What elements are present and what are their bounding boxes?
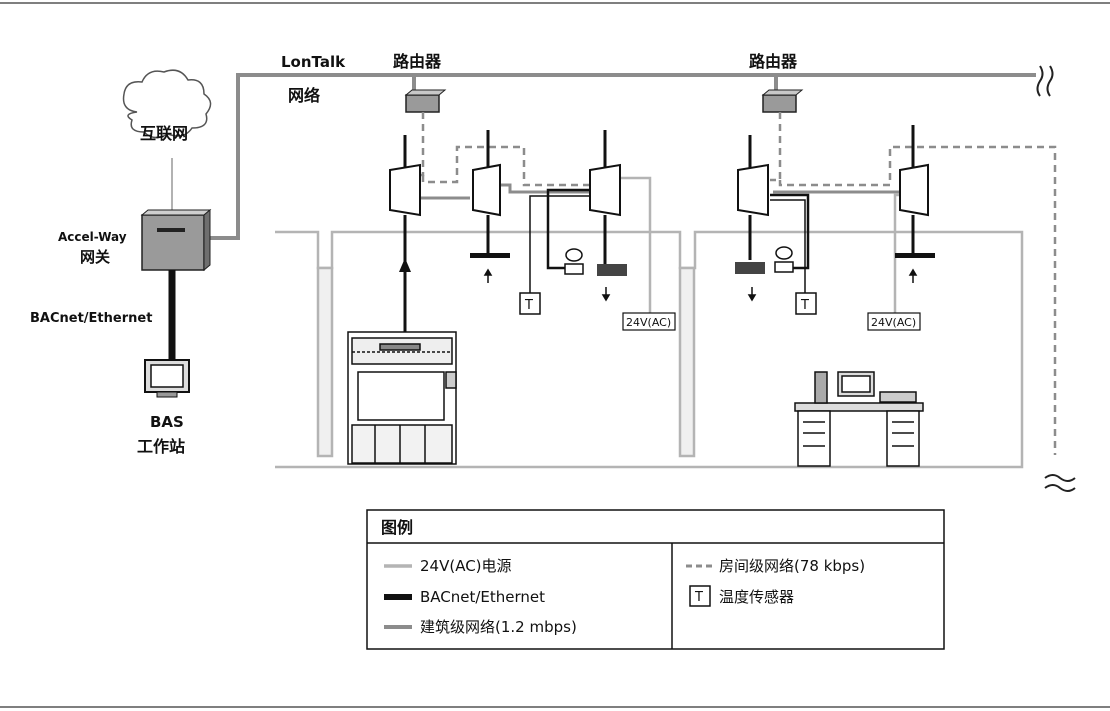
temperature-sensor-1: T <box>519 292 541 315</box>
network-label: 网络 <box>288 86 320 105</box>
router-right <box>761 89 804 113</box>
legend-title: 图例 <box>381 518 413 537</box>
temperature-sensor-1-mark: T <box>524 298 533 313</box>
router-right-label: 路由器 <box>749 52 798 71</box>
reheat-valves <box>564 246 794 275</box>
air-handling-unit <box>347 331 457 465</box>
ahu-supply <box>399 215 411 332</box>
gateway-model-label: Accel-Way <box>58 230 127 244</box>
bas-workstation-icon <box>144 359 190 398</box>
accel-way-gateway <box>140 208 212 272</box>
legend-building-label: 建筑级网络(1.2 mbps) <box>420 618 577 636</box>
power-supply-2: 24V(AC) <box>867 312 921 331</box>
power-supply-1-label: 24V(AC) <box>626 316 671 329</box>
internet-cloud <box>122 69 212 139</box>
temperature-sensor-2-mark: T <box>800 298 809 313</box>
legend-room-label: 房间级网络(78 kbps) <box>719 557 865 575</box>
power-supply-2-label: 24V(AC) <box>871 316 916 329</box>
router-left <box>404 89 447 113</box>
legend-sensor-icon <box>689 585 711 607</box>
vav-controllers <box>389 163 929 217</box>
sensor-wiring <box>529 195 806 293</box>
temperature-sensor-2: T <box>795 292 817 315</box>
bas-label: BAS <box>150 413 184 431</box>
legend-power-label: 24V(AC)电源 <box>420 557 512 575</box>
duct-verticals <box>403 125 915 265</box>
bacnet-link-label: BACnet/Ethernet <box>30 311 152 326</box>
legend-ethernet-label: BACnet/Ethernet <box>420 588 545 606</box>
power-supply-1: 24V(AC) <box>622 312 676 331</box>
legend-sensor-label: 温度传感器 <box>719 588 794 606</box>
break-symbol-bottom <box>1044 474 1076 492</box>
lontalk-label: LonTalk <box>281 53 346 71</box>
gateway-label: 网关 <box>80 248 110 266</box>
valve-wiring <box>546 188 810 270</box>
router-left-label: 路由器 <box>393 52 442 71</box>
controller-links <box>420 183 900 200</box>
diffusers <box>470 253 935 276</box>
internet-label: 互联网 <box>140 124 188 143</box>
room-network <box>405 112 1057 455</box>
operator-desk <box>794 371 924 467</box>
floor-outline <box>275 230 1024 469</box>
legend: 图例 24V(AC)电源 BACnet/Ethernet 建筑级网络(1.2 m… <box>366 509 945 650</box>
workstation-label: 工作站 <box>137 437 185 456</box>
airflow-arrows <box>483 268 918 302</box>
legend-sensor-icon-mark: T <box>694 590 703 605</box>
break-symbol-top <box>1036 65 1054 97</box>
